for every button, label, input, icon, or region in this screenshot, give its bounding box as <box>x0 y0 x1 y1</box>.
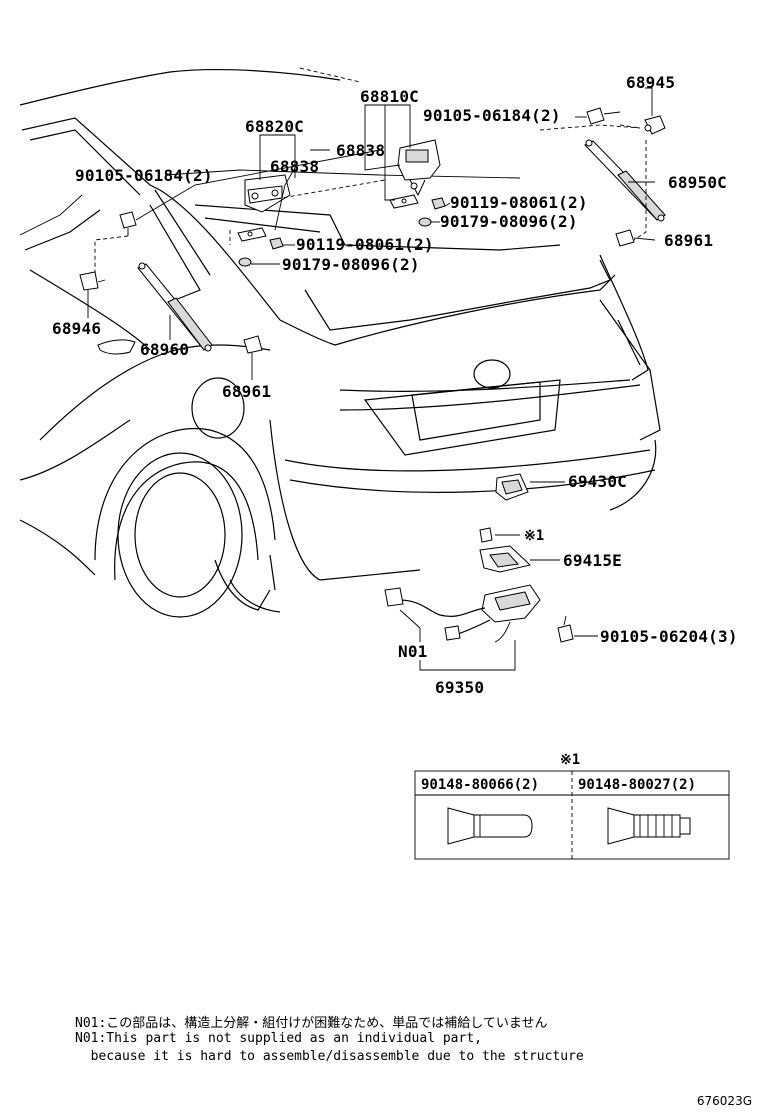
part-68961-ball-stud-left <box>243 335 263 354</box>
car-body-outline <box>19 67 661 618</box>
bolt-90105-06204 <box>557 615 574 643</box>
label-90119-08061-mid: 90119-08061(2) <box>296 235 434 254</box>
label-90105-06184-top: 90105-06184(2) <box>423 106 561 125</box>
label-69415E: 69415E <box>563 551 622 570</box>
note-english-line2: because it is hard to assemble/disassemb… <box>75 1049 584 1064</box>
label-90105-06204: 90105-06204(3) <box>600 627 738 646</box>
part-69350-lock-assembly <box>384 584 541 643</box>
ref-table-col2: 90148-80027(2) <box>578 777 696 793</box>
part-labels: 68810C 68820C 68838 68838 90105-06184(2)… <box>52 73 738 697</box>
part-69415E-plate <box>479 545 532 573</box>
diagram-code: 676023G <box>696 1094 752 1108</box>
label-69430C: 69430C <box>568 472 627 491</box>
part-68960-strut <box>137 262 213 352</box>
part-68838-shim <box>237 194 419 242</box>
bolt-90119-08061-right <box>431 197 446 210</box>
screw-90148-80066-drawing <box>447 807 533 845</box>
label-68838-b: 68838 <box>270 157 319 176</box>
label-90179-08096-mid: 90179-08096(2) <box>282 255 420 274</box>
trim-piece <box>97 339 136 355</box>
leader-lines <box>87 87 656 671</box>
bolt-90105-06184-left <box>119 211 137 236</box>
part-68950C-strut <box>584 139 666 222</box>
label-69350: 69350 <box>435 678 484 697</box>
part-69430C-switch <box>495 473 529 501</box>
screw-ref-1 <box>479 527 493 543</box>
label-90119-08061-right: 90119-08061(2) <box>450 193 588 212</box>
reference-table: ※1 90148-80066(2) 90148-80027(2) <box>414 752 730 860</box>
label-90105-06184-left: 90105-06184(2) <box>75 166 213 185</box>
screw-90148-80027-drawing <box>607 807 691 845</box>
label-68946: 68946 <box>52 319 101 338</box>
part-68820C-hinge <box>244 174 291 213</box>
bolt-90105-06184-top <box>586 107 621 125</box>
bolt-90119-08061-mid <box>269 237 284 250</box>
label-68838-a: 68838 <box>336 141 385 160</box>
ref-table-col1: 90148-80066(2) <box>421 777 539 793</box>
part-68946-ball-stud <box>79 271 106 291</box>
part-68945-ball-stud <box>644 115 666 135</box>
washer-90179-08096-right <box>418 217 432 227</box>
label-68961-left: 68961 <box>222 382 271 401</box>
label-ref-1: ※1 <box>524 528 544 544</box>
part-68961-ball-stud-right <box>615 229 635 247</box>
label-68961-right: 68961 <box>664 231 713 250</box>
ref-table-title: ※1 <box>560 752 580 768</box>
label-N01: N01 <box>398 642 428 661</box>
part-68810C-latch <box>397 139 441 197</box>
label-90179-08096-right: 90179-08096(2) <box>440 212 578 231</box>
note-japanese: N01:この部品は、構造上分解・組付けが困難なため、単品では補給していません <box>75 1016 548 1031</box>
label-68960: 68960 <box>140 340 189 359</box>
washer-90179-08096-mid <box>238 257 252 267</box>
label-68820C: 68820C <box>245 117 304 136</box>
label-68950C: 68950C <box>668 173 727 192</box>
label-68945: 68945 <box>626 73 675 92</box>
note-english-line1: N01:This part is not supplied as an indi… <box>75 1031 482 1046</box>
label-68810C: 68810C <box>360 87 419 106</box>
